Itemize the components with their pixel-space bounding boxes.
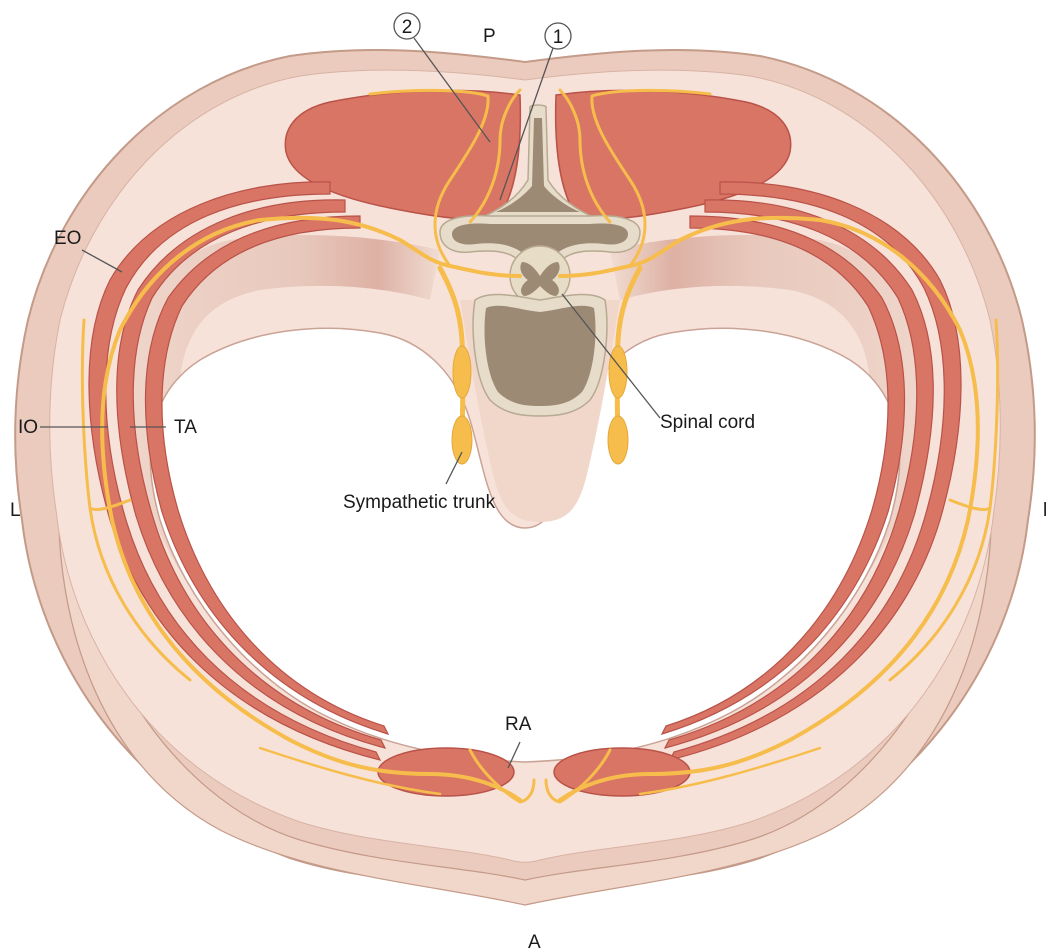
marker-1-number: 1 — [553, 27, 564, 48]
label-left: L — [10, 500, 21, 521]
label-posterior: P — [483, 26, 496, 47]
label-right: l — [1043, 500, 1047, 521]
label-ra: RA — [505, 714, 532, 735]
label-spinal-cord: Spinal cord — [660, 412, 755, 433]
label-ta: TA — [174, 417, 197, 438]
sympathetic-ganglion-left-2 — [452, 416, 472, 464]
label-io: IO — [18, 417, 38, 438]
marker-2-number: 2 — [402, 17, 413, 38]
label-anterior: A — [528, 932, 541, 952]
marker-1: 1 — [545, 23, 571, 49]
label-sympathetic-trunk: Sympathetic trunk — [343, 492, 496, 513]
sympathetic-ganglion-right-2 — [608, 416, 628, 464]
marker-2: 2 — [394, 13, 420, 39]
label-eo: EO — [54, 228, 81, 249]
vertebral-body-inner — [485, 306, 596, 406]
sympathetic-ganglion-left-1 — [453, 346, 471, 398]
